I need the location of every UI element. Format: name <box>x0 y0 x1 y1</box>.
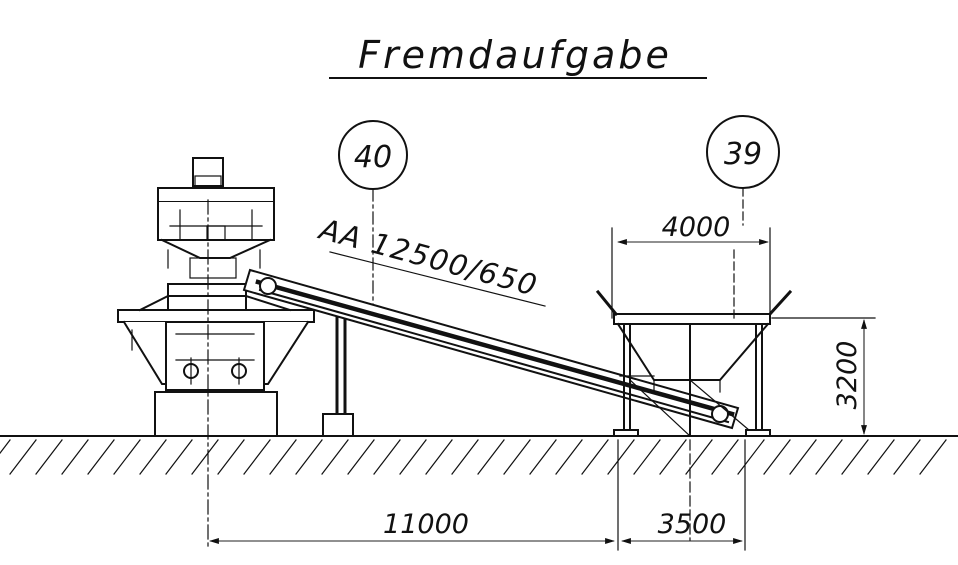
title-block: Fremdaufgabe <box>329 33 707 79</box>
dim-top-width-value: 4000 <box>662 212 731 243</box>
dimension-height: 3200 <box>771 317 876 437</box>
item-number-right: 39 <box>724 137 762 172</box>
item-number-left: 40 <box>354 140 392 175</box>
ground-line <box>0 435 958 475</box>
inclined-conveyor <box>242 251 740 430</box>
dimension-top-width: 4000 <box>617 212 769 245</box>
item-balloon-39: 39 <box>706 115 780 226</box>
conveyor-support <box>322 310 354 437</box>
dim-height-value: 3200 <box>832 341 863 410</box>
left-machine <box>117 157 315 551</box>
drawing-title: Fremdaufgabe <box>358 33 672 77</box>
dimension-bottom-left: 11000 <box>209 509 615 544</box>
item-balloon-40: 40 <box>338 120 408 307</box>
dimension-bottom-right: 3500 <box>621 509 743 544</box>
dim-bottom-right-value: 3500 <box>658 509 727 540</box>
dim-bottom-left-value: 11000 <box>383 509 469 540</box>
right-hopper <box>595 227 793 551</box>
